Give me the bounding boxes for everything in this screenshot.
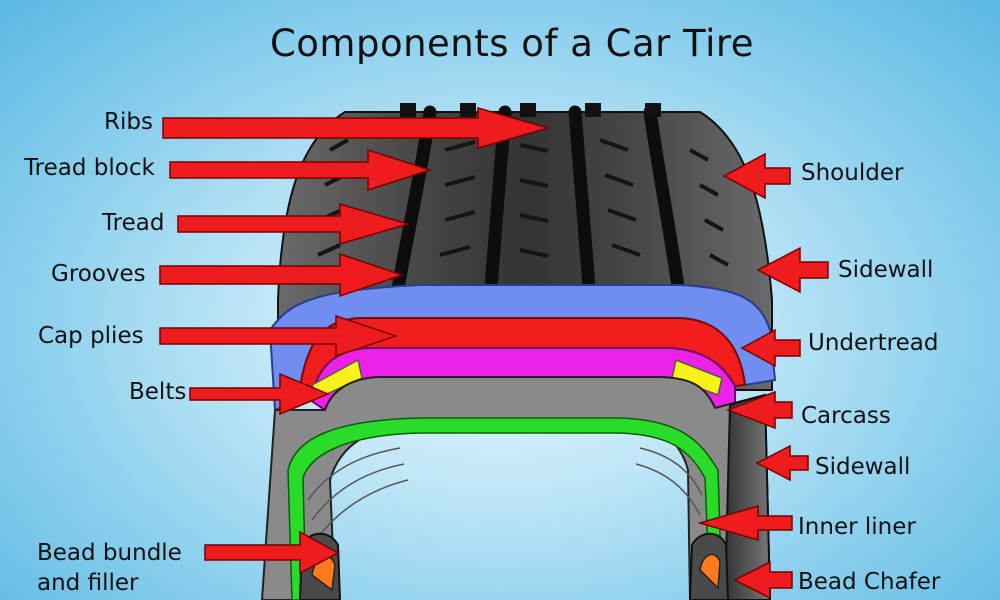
belt-edge-right — [671, 358, 723, 396]
label-bead-chafer: Bead Chafer — [798, 569, 941, 595]
label-undertread: Undertread — [808, 330, 939, 356]
label-carcass: Carcass — [801, 403, 891, 429]
label-inner-liner: Inner liner — [798, 514, 916, 540]
label-ribs: Ribs — [104, 109, 153, 135]
arrow-carcass — [725, 390, 793, 430]
tread-sipes — [317, 138, 729, 267]
arrow-bead-bundle — [204, 530, 340, 575]
arrow-shoulder — [722, 152, 791, 200]
arrow-sidewall-upper — [756, 246, 829, 294]
label-sidewall-upper: Sidewall — [838, 257, 934, 283]
label-grooves: Grooves — [51, 261, 146, 287]
label-cap-plies: Cap plies — [38, 323, 144, 349]
bead-filler-right — [699, 553, 721, 590]
inner-liner-layer — [287, 417, 723, 600]
arrow-bead-chafer — [733, 560, 793, 600]
inner-hatching — [307, 447, 703, 541]
arrow-undertread — [740, 328, 801, 368]
page-title: Components of a Car Tire — [269, 22, 755, 65]
label-tread-block: Tread block — [24, 155, 155, 181]
label-tread: Tread — [102, 210, 165, 236]
arrow-belts — [189, 372, 330, 416]
label-sidewall-lower: Sidewall — [815, 454, 911, 480]
arrow-grooves — [159, 252, 405, 298]
label-belts: Belts — [129, 379, 187, 405]
rib-notches — [400, 103, 661, 117]
label-shoulder: Shoulder — [801, 160, 904, 186]
sidewall-right — [723, 393, 772, 600]
arrow-inner-liner — [697, 504, 793, 542]
arrow-sidewall-lower — [755, 444, 809, 482]
label-bead-bundle-line1: Bead bundle — [37, 540, 182, 566]
arrow-ribs — [162, 107, 551, 149]
arrow-cap-plies — [159, 314, 399, 358]
label-bead-bundle-line2: and filler — [37, 570, 139, 596]
arrow-tread — [177, 202, 411, 246]
arrow-tread-block — [169, 148, 433, 192]
